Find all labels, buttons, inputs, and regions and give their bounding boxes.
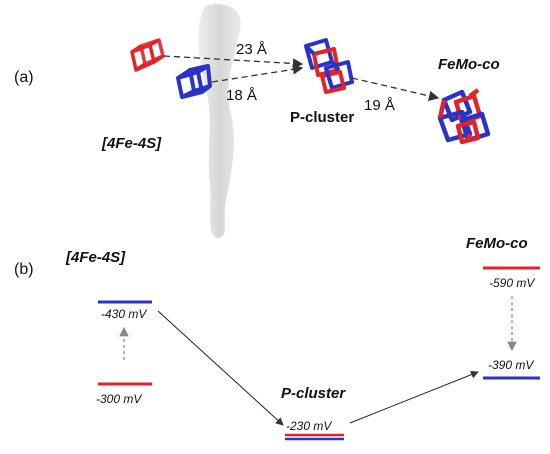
level-label-minus390: -390 mV: [488, 358, 534, 372]
fe4s4-label-a: [4Fe-4S]: [102, 135, 162, 152]
level-label-minus590: -590 mV: [489, 276, 535, 290]
fe4s4-red-cube: [130, 38, 165, 72]
fe4s4-blue-cube: [176, 64, 212, 99]
level-label-minus300: -300 mV: [96, 392, 142, 406]
arrow-to-femoco: [349, 370, 479, 424]
distance-19-label: 19 Å: [364, 97, 395, 114]
femo-co-label-b: FeMo-co: [466, 235, 528, 252]
p-cluster-label: P-cluster: [290, 109, 355, 126]
arrow-to-pcluster: [157, 310, 284, 426]
level-label-minus430: -430 mV: [101, 307, 147, 321]
protein-interface-shape: [198, 4, 241, 239]
level-label-minus230: -230 mV: [286, 419, 332, 433]
dashed-arrow-18: [211, 64, 304, 83]
dashed-arrow-23: [163, 55, 304, 69]
p-cluster-structure: [304, 38, 354, 94]
femo-co-label-a: FeMo-co: [438, 56, 500, 73]
panel-a-label: (a): [14, 69, 34, 86]
distance-18-label: 18 Å: [226, 87, 257, 104]
distance-23-label: 23 Å: [236, 41, 267, 58]
fe4s4-label-b: [4Fe-4S]: [66, 249, 126, 266]
panel-b-label: (b): [14, 261, 34, 278]
p-cluster-label-b: P-cluster: [281, 385, 346, 402]
femo-co-structure: [437, 88, 491, 145]
dashed-arrow-19: [351, 77, 440, 102]
